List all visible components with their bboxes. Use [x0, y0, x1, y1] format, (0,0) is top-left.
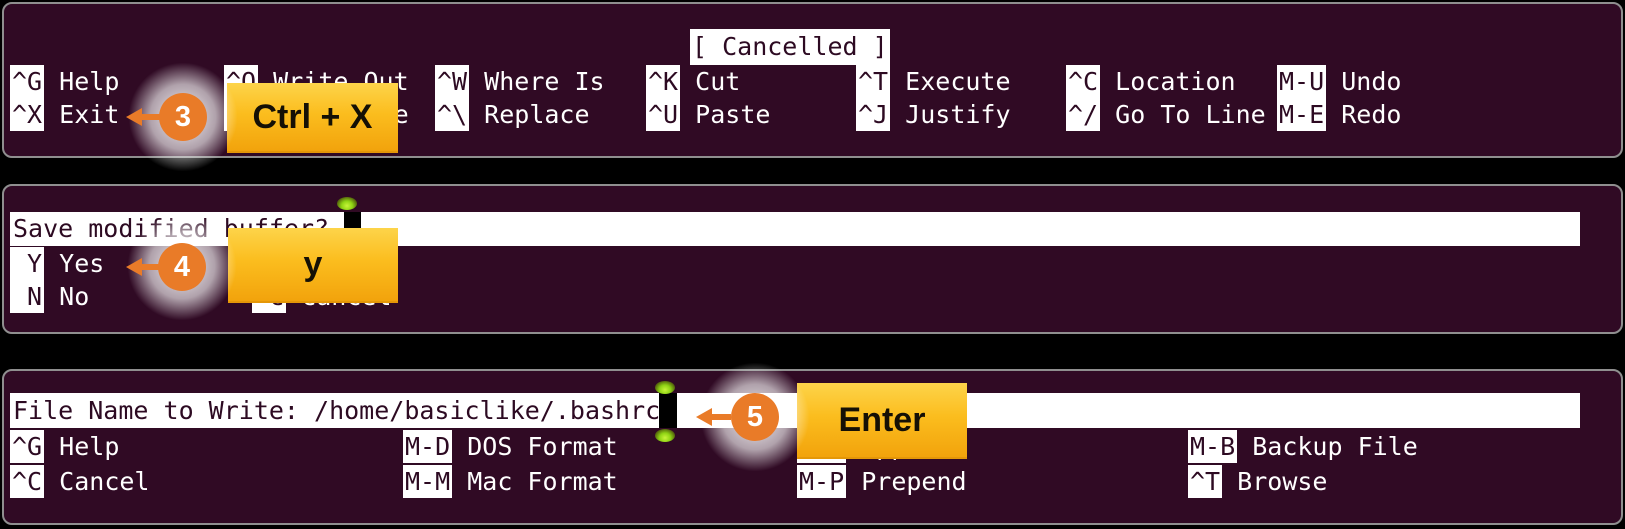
step-badge: 3 — [159, 93, 207, 141]
status-message: [ Cancelled ] — [690, 29, 890, 65]
shortcut-label: Redo — [1341, 100, 1402, 129]
arrow-icon — [140, 114, 160, 120]
keystroke-badge: Ctrl + X — [227, 83, 398, 153]
filename-prompt-panel: File Name to Write: /home/basiclike/.bas… — [2, 362, 1623, 525]
text-cursor — [659, 393, 677, 428]
option-no[interactable]: N No — [10, 280, 89, 313]
shortcut-label: Help — [59, 67, 120, 96]
shortcut-mac-format[interactable]: M-M Mac Format — [403, 465, 618, 498]
save-prompt-panel: Save modified buffer? Y Yes N No ^C Canc… — [2, 184, 1623, 334]
shortcut-key: ^J — [856, 98, 891, 131]
shortcut-label: Location — [1115, 67, 1236, 96]
shortcut-label: Justify — [905, 100, 1011, 129]
shortcut-backup-file[interactable]: M-B Backup File — [1188, 430, 1418, 463]
shortcut-replace[interactable]: ^\ Replace — [435, 98, 590, 131]
arrowhead-icon — [696, 408, 712, 426]
shortcut-browse[interactable]: ^T Browse — [1188, 465, 1327, 498]
arrowhead-icon — [126, 108, 142, 126]
shortcut-label: Cut — [695, 67, 741, 96]
shortcut-key: ^K — [646, 65, 681, 98]
step-badge: 4 — [158, 243, 206, 291]
shortcut-prepend[interactable]: M-P Prepend — [797, 465, 967, 498]
shortcut-execute[interactable]: ^T Execute — [856, 65, 1011, 98]
shortcut-go-to-line[interactable]: ^/ Go To Line — [1066, 98, 1266, 131]
step-badge: 5 — [731, 393, 779, 441]
shortcut-label: Mac Format — [467, 467, 618, 496]
shortcut-key: ^C — [1066, 65, 1101, 98]
shortcut-undo[interactable]: M-U Undo — [1277, 65, 1401, 98]
shortcut-key: ^T — [856, 65, 891, 98]
shortcut-location[interactable]: ^C Location — [1066, 65, 1236, 98]
arrowhead-icon — [126, 258, 142, 276]
shortcut-label: Yes — [59, 249, 105, 278]
keystroke-badge: y — [228, 228, 398, 303]
shortcut-exit[interactable]: ^X Exit — [10, 98, 119, 131]
shortcut-cancel[interactable]: ^C Cancel — [10, 465, 149, 498]
nano-shortcut-bar-panel: [ Cancelled ] ^G Help ^O Write Out ^W Wh… — [2, 2, 1623, 172]
shortcut-label: DOS Format — [467, 432, 618, 461]
shortcut-key: M-E — [1277, 98, 1327, 131]
shortcut-key: N — [10, 280, 45, 313]
shortcut-key: ^T — [1188, 465, 1223, 498]
keystroke-text: y — [303, 245, 323, 283]
shortcut-label: Browse — [1237, 467, 1328, 496]
shortcut-label: Paste — [695, 100, 771, 129]
option-yes[interactable]: Y Yes — [10, 247, 104, 280]
shortcut-key: ^C — [10, 465, 45, 498]
shortcut-key: ^G — [10, 430, 45, 463]
click-marker-icon — [337, 197, 357, 210]
shortcut-paste[interactable]: ^U Paste — [646, 98, 770, 131]
shortcut-cut[interactable]: ^K Cut — [646, 65, 740, 98]
shortcut-key: M-B — [1188, 430, 1238, 463]
shortcut-justify[interactable]: ^J Justify — [856, 98, 1011, 131]
shortcut-dos-format[interactable]: M-D DOS Format — [403, 430, 618, 463]
shortcut-label: Go To Line — [1115, 100, 1266, 129]
arrow-icon — [142, 264, 160, 270]
arrow-icon — [712, 414, 731, 420]
shortcut-key: ^W — [435, 65, 470, 98]
shortcut-redo[interactable]: M-E Redo — [1277, 98, 1401, 131]
shortcut-label: Backup File — [1252, 432, 1418, 461]
step-number: 4 — [173, 250, 191, 283]
shortcut-label: Cancel — [59, 467, 150, 496]
shortcut-key: M-U — [1277, 65, 1327, 98]
shortcut-where-is[interactable]: ^W Where Is — [435, 65, 605, 98]
filename-input-value[interactable]: File Name to Write: /home/basiclike/.bas… — [13, 396, 661, 425]
shortcut-label: Replace — [484, 100, 590, 129]
shortcut-label: Help — [59, 432, 120, 461]
click-marker-icon — [655, 429, 675, 442]
shortcut-key: ^\ — [435, 98, 470, 131]
shortcut-key: ^U — [646, 98, 681, 131]
shortcut-key: ^/ — [1066, 98, 1101, 131]
step-number: 5 — [746, 400, 764, 433]
shortcut-key: M-M — [403, 465, 453, 498]
shortcut-label: Undo — [1341, 67, 1402, 96]
shortcut-key: ^G — [10, 65, 45, 98]
shortcut-label: No — [59, 282, 90, 311]
shortcut-key: ^X — [10, 98, 45, 131]
shortcut-label: Exit — [59, 100, 120, 129]
keystroke-badge: Enter — [797, 383, 967, 459]
shortcut-label: Execute — [905, 67, 1011, 96]
click-marker-icon — [655, 381, 675, 394]
step-number: 3 — [174, 100, 192, 133]
shortcut-key: M-P — [797, 465, 847, 498]
shortcut-label: Where Is — [484, 67, 605, 96]
keystroke-text: Enter — [838, 400, 926, 439]
shortcut-key: Y — [10, 247, 45, 280]
shortcut-help[interactable]: ^G Help — [10, 430, 119, 463]
keystroke-text: Ctrl + X — [252, 97, 373, 136]
shortcut-help[interactable]: ^G Help — [10, 65, 119, 98]
status-message-text: [ Cancelled ] — [692, 32, 888, 61]
shortcut-key: M-D — [403, 430, 453, 463]
shortcut-label: Prepend — [861, 467, 967, 496]
